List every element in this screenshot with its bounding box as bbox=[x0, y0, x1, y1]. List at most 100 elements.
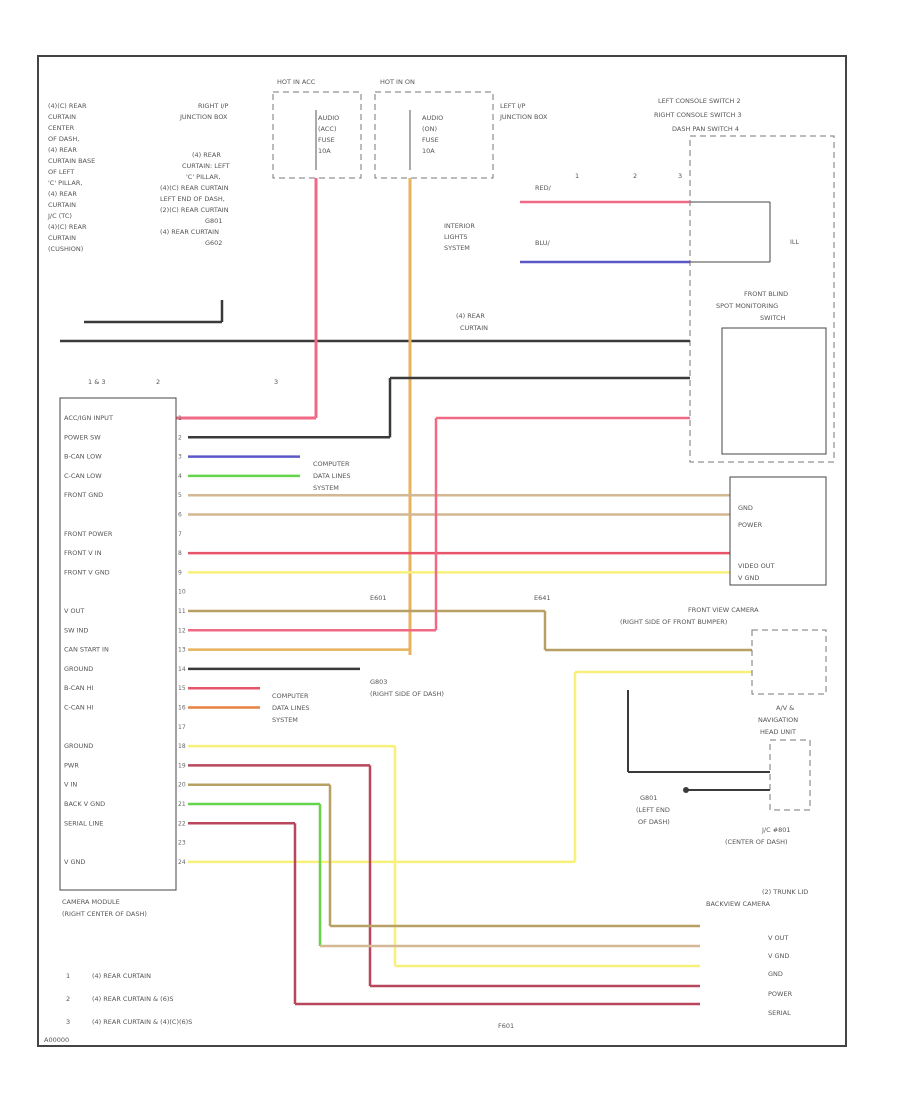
svg-text:BACKVIEW CAMERA: BACKVIEW CAMERA bbox=[706, 900, 771, 908]
pin-number: 14 bbox=[178, 666, 186, 673]
svg-text:OF LEFT: OF LEFT bbox=[48, 168, 74, 176]
fuse-symbols bbox=[315, 110, 411, 170]
pin-label: C-CAN HI bbox=[64, 704, 94, 712]
svg-text:BLU/: BLU/ bbox=[535, 239, 551, 247]
camera-module-wires bbox=[188, 376, 752, 1006]
svg-text:POWER: POWER bbox=[738, 521, 763, 529]
svg-text:FRONT BLIND: FRONT BLIND bbox=[744, 290, 788, 298]
pin-number: 9 bbox=[178, 569, 182, 576]
svg-text:ILL: ILL bbox=[790, 238, 800, 246]
svg-text:(4) REAR: (4) REAR bbox=[192, 151, 221, 159]
pin-number: 20 bbox=[178, 782, 186, 789]
pin-label: GROUND bbox=[64, 665, 93, 673]
computer-data-lines-2: COMPUTER DATA LINES SYSTEM bbox=[272, 692, 309, 724]
svg-text:CENTER: CENTER bbox=[48, 124, 75, 132]
svg-text:CURTAIN: CURTAIN bbox=[48, 113, 76, 121]
pin-label: V OUT bbox=[64, 607, 84, 615]
svg-text:CURTAIN: CURTAIN bbox=[460, 324, 488, 332]
svg-text:(RIGHT SIDE OF FRONT BUMPER): (RIGHT SIDE OF FRONT BUMPER) bbox=[620, 618, 727, 626]
pin-number: 18 bbox=[178, 743, 186, 750]
legend: 1 (4) REAR CURTAIN 2 (4) REAR CURTAIN & … bbox=[44, 972, 192, 1044]
pin-number: 3 bbox=[178, 454, 182, 461]
pin-number: 5 bbox=[178, 492, 182, 499]
pin-number: 12 bbox=[178, 627, 186, 634]
svg-text:OF DASH): OF DASH) bbox=[638, 818, 670, 826]
svg-text:DASH PAN SWITCH 4: DASH PAN SWITCH 4 bbox=[672, 125, 739, 133]
svg-text:(4) REAR CURTAIN: (4) REAR CURTAIN bbox=[92, 972, 151, 980]
svg-text:HOT IN ACC: HOT IN ACC bbox=[277, 78, 316, 86]
svg-text:J/C #801: J/C #801 bbox=[761, 826, 791, 834]
pin-label: V IN bbox=[64, 781, 77, 789]
svg-text:VIDEO OUT: VIDEO OUT bbox=[738, 562, 775, 570]
front-camera-power-box: GND POWER VIDEO OUT V GND bbox=[729, 476, 827, 586]
svg-text:CURTAIN: CURTAIN bbox=[48, 234, 76, 242]
svg-text:NAVIGATION: NAVIGATION bbox=[758, 716, 798, 724]
svg-text:(4)(C) REAR CURTAIN: (4)(C) REAR CURTAIN bbox=[160, 184, 229, 192]
svg-text:GND: GND bbox=[768, 970, 783, 978]
front-view-camera: FRONT VIEW CAMERA (RIGHT SIDE OF FRONT B… bbox=[620, 606, 827, 695]
svg-text:(4) REAR CURTAIN: (4) REAR CURTAIN bbox=[160, 228, 219, 236]
svg-text:DATA LINES: DATA LINES bbox=[272, 704, 309, 712]
svg-text:(4)(C) REAR: (4)(C) REAR bbox=[48, 223, 87, 231]
svg-text:CAMERA MODULE: CAMERA MODULE bbox=[62, 898, 120, 906]
svg-text:E641: E641 bbox=[534, 594, 551, 602]
svg-text:3: 3 bbox=[678, 172, 682, 180]
svg-text:V OUT: V OUT bbox=[768, 934, 788, 942]
svg-text:'C' PILLAR,: 'C' PILLAR, bbox=[186, 173, 220, 181]
svg-text:RIGHT I/P: RIGHT I/P bbox=[198, 102, 229, 110]
svg-text:(ON): (ON) bbox=[422, 125, 437, 133]
pin-number: 7 bbox=[178, 531, 182, 538]
svg-text:RED/: RED/ bbox=[535, 184, 552, 192]
pin-number: 22 bbox=[178, 820, 186, 827]
pin-number: 16 bbox=[178, 705, 186, 712]
svg-text:CURTAIN: LEFT: CURTAIN: LEFT bbox=[182, 162, 230, 170]
pin-number: 4 bbox=[178, 473, 182, 480]
svg-text:AUDIO: AUDIO bbox=[422, 114, 443, 122]
svg-text:V GND: V GND bbox=[738, 574, 759, 582]
pin-number: 21 bbox=[178, 801, 186, 808]
pin-number: 17 bbox=[178, 724, 186, 731]
pin-label: FRONT POWER bbox=[64, 530, 113, 538]
svg-text:J/C (TC): J/C (TC) bbox=[47, 212, 72, 220]
ground-note: (4) REAR CURTAIN: LEFT 'C' PILLAR, (4)(C… bbox=[160, 151, 230, 247]
svg-text:HOT IN ON: HOT IN ON bbox=[380, 78, 415, 86]
junction-box-labels: RIGHT I/P JUNCTION BOX LEFT I/P JUNCTION… bbox=[179, 102, 548, 121]
svg-text:1: 1 bbox=[66, 972, 70, 980]
svg-text:JUNCTION BOX: JUNCTION BOX bbox=[499, 113, 548, 121]
svg-text:SYSTEM: SYSTEM bbox=[313, 484, 339, 492]
pin-label: FRONT GND bbox=[64, 491, 103, 499]
svg-text:V GND: V GND bbox=[768, 952, 789, 960]
svg-text:(4) REAR CURTAIN & (4)(C)(6)S: (4) REAR CURTAIN & (4)(C)(6)S bbox=[92, 1018, 192, 1026]
svg-text:JUNCTION BOX: JUNCTION BOX bbox=[179, 113, 228, 121]
trunk-backview-camera: (2) TRUNK LID BACKVIEW CAMERA V OUT V GN… bbox=[498, 888, 808, 1030]
svg-text:FUSE: FUSE bbox=[422, 136, 439, 144]
ground-bus: 1 & 3 2 3 bbox=[60, 300, 690, 386]
svg-text:2: 2 bbox=[66, 995, 70, 1003]
svg-text:'C' PILLAR,: 'C' PILLAR, bbox=[48, 179, 82, 187]
pin-number: 10 bbox=[178, 589, 186, 596]
junction-center: J/C #801 (CENTER OF DASH) bbox=[725, 826, 791, 846]
svg-text:(RIGHT CENTER OF DASH): (RIGHT CENTER OF DASH) bbox=[62, 910, 147, 918]
pin-number: 23 bbox=[178, 840, 186, 847]
svg-text:LEFT END OF DASH,: LEFT END OF DASH, bbox=[160, 195, 225, 203]
svg-text:2: 2 bbox=[156, 378, 160, 386]
svg-text:RIGHT CONSOLE SWITCH 3: RIGHT CONSOLE SWITCH 3 bbox=[654, 111, 742, 119]
svg-text:SYSTEM: SYSTEM bbox=[444, 244, 470, 252]
svg-text:3: 3 bbox=[274, 378, 278, 386]
svg-text:CURTAIN BASE: CURTAIN BASE bbox=[48, 157, 95, 165]
svg-text:(LEFT END: (LEFT END bbox=[636, 806, 670, 814]
camera-module: CAMERA MODULE (RIGHT CENTER OF DASH) bbox=[59, 397, 177, 918]
svg-text:(4) REAR: (4) REAR bbox=[48, 190, 77, 198]
svg-text:(CUSHION): (CUSHION) bbox=[48, 245, 83, 253]
svg-text:G602: G602 bbox=[205, 239, 222, 247]
pin-label: B-CAN LOW bbox=[64, 453, 102, 461]
pin-number: 8 bbox=[178, 550, 182, 557]
fuse-box-right: HOT IN ON AUDIO (ON) FUSE 10A bbox=[374, 78, 494, 179]
svg-text:2: 2 bbox=[633, 172, 637, 180]
svg-text:FRONT VIEW CAMERA: FRONT VIEW CAMERA bbox=[688, 606, 759, 614]
pin-label: FRONT V IN bbox=[64, 549, 102, 557]
svg-text:1: 1 bbox=[575, 172, 579, 180]
pin-label: SW IND bbox=[64, 626, 88, 634]
svg-text:3: 3 bbox=[66, 1018, 70, 1026]
